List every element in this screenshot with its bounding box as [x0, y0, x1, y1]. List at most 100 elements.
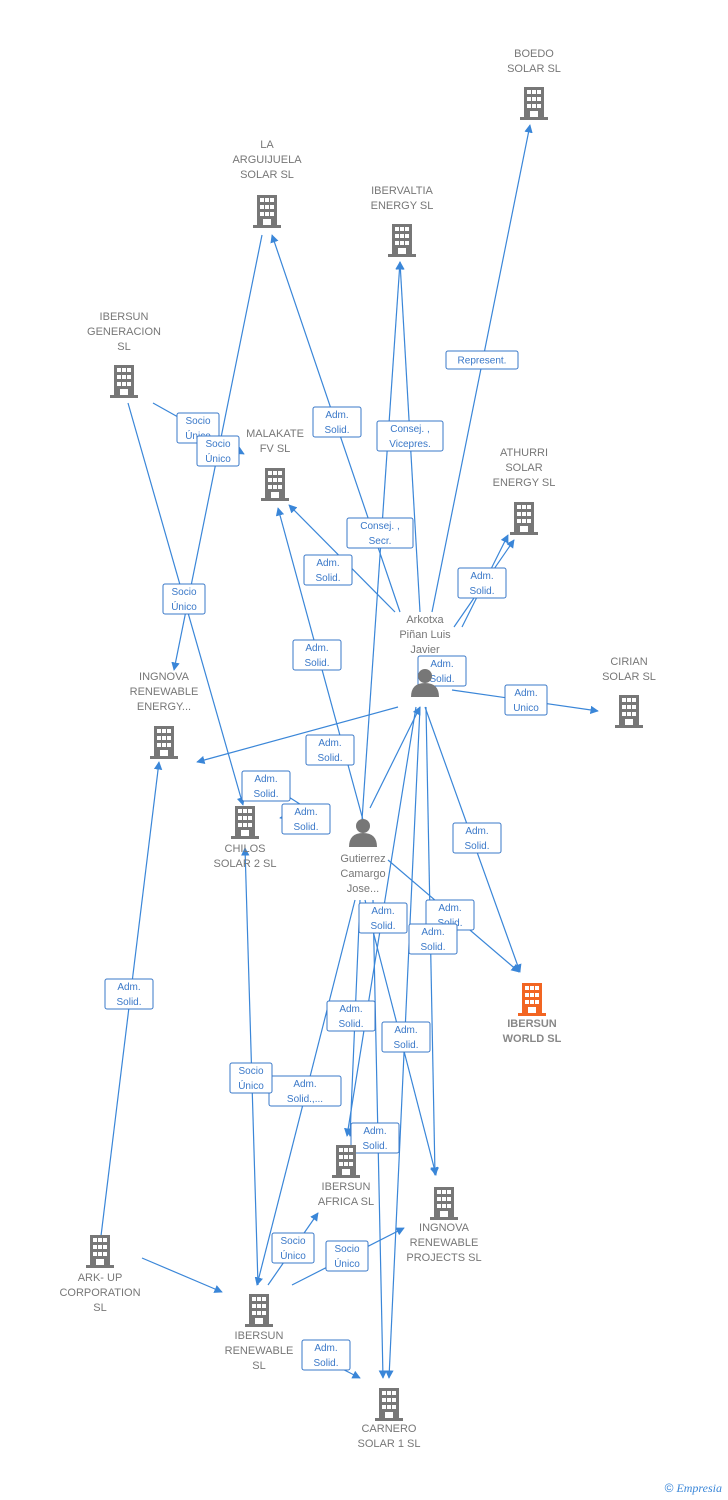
relation-label-text: Adm. [294, 807, 317, 818]
relation-label-text: Solid.,... [287, 1094, 323, 1105]
relation-label-text: Represent. [458, 356, 507, 367]
relation-label-text: Adm. [254, 774, 277, 785]
relation-label[interactable]: Adm.Solid. [305, 734, 355, 766]
relation-label[interactable]: Adm.Solid. [358, 902, 408, 934]
relation-label[interactable]: Adm.Solid. [312, 406, 362, 438]
building-icon [520, 87, 548, 120]
relation-label-text: Solid. [370, 921, 395, 932]
relation-label-text: Solid. [313, 1358, 338, 1369]
relation-label[interactable]: Adm.Solid. [381, 1021, 431, 1053]
relation-label-text: Único [280, 1249, 306, 1262]
node-label: INGNOVA [139, 671, 190, 683]
relation-label[interactable]: Consej. ,Vicepres. [376, 420, 444, 452]
building-icon [375, 1388, 403, 1421]
relation-label[interactable]: Adm.Solid. [281, 803, 331, 835]
company-node-ibersunafrica[interactable]: IBERSUN AFRICA SL [318, 1145, 374, 1208]
building-icon [261, 468, 289, 501]
building-icon [245, 1294, 273, 1327]
node-label: GENERACION [87, 326, 161, 338]
relation-label[interactable]: Adm.Solid.,... [268, 1075, 342, 1107]
person-node-gutierrez[interactable]: GutierrezCamargoJose... [340, 819, 386, 895]
relation-label-text: Socio [205, 439, 230, 450]
node-label: BOEDO [514, 48, 554, 60]
relation-label-text: Secr. [369, 536, 392, 547]
relation-label-box [301, 1339, 351, 1371]
relation-label-text: Adm. [316, 558, 339, 569]
relation-label-text: Adm. [305, 643, 328, 654]
relation-label[interactable]: Adm. Solid. [303, 554, 353, 586]
relation-label-text: Adm. [325, 410, 348, 421]
relation-label[interactable]: Adm.Solid. [241, 770, 291, 802]
building-icon [86, 1235, 114, 1268]
node-label: RENEWABLE [130, 686, 199, 698]
relation-label-text: Solid. [315, 573, 340, 584]
node-label: RENEWABLE [225, 1345, 294, 1357]
relation-label-text: Socio [334, 1244, 359, 1255]
node-label: IBERVALTIA [371, 185, 433, 197]
relation-label[interactable]: Adm.Solid. [452, 822, 502, 854]
node-label: AFRICA SL [318, 1196, 374, 1208]
relation-label-box [325, 1240, 369, 1272]
building-icon [615, 695, 643, 728]
relation-label-box [104, 978, 154, 1010]
node-label: CIRIAN [610, 656, 647, 668]
relation-label-box [271, 1232, 315, 1264]
node-label: Javier [410, 644, 440, 656]
copyright-symbol: © [664, 1481, 674, 1495]
company-node-ibervaltia[interactable]: IBERVALTIA ENERGY SL [371, 185, 434, 257]
relation-label-text: Adm. [318, 738, 341, 749]
relation-label[interactable]: Adm.Solid. [350, 1122, 400, 1154]
relation-label[interactable]: Adm. Solid. [301, 1339, 351, 1371]
building-icon [231, 806, 259, 839]
node-label: IBERSUN [507, 1018, 557, 1030]
relation-label[interactable]: Represent. [445, 350, 519, 370]
person-icon [349, 819, 377, 847]
relation-label[interactable]: Adm.Solid. [326, 1000, 376, 1032]
node-label: ARGUIJUELA [232, 154, 302, 166]
relation-label[interactable]: Adm.Solid. [292, 639, 342, 671]
relation-label[interactable]: Adm.Unico [504, 684, 548, 716]
node-label: Gutierrez [340, 853, 385, 865]
relation-label[interactable]: Consej. ,Secr. [346, 517, 414, 549]
relation-label-text: Solid. [420, 942, 445, 953]
relation-label-text: Socio [280, 1236, 305, 1247]
relation-label-box [358, 902, 408, 934]
building-icon [518, 983, 546, 1016]
node-label: Jose... [347, 883, 379, 895]
node-label: ENERGY SL [371, 200, 434, 212]
node-label: Camargo [340, 868, 385, 880]
relation-label[interactable]: Adm.Solid. [457, 567, 507, 599]
relation-label-box [381, 1021, 431, 1053]
relation-label[interactable]: Adm.Solid. [408, 923, 458, 955]
company-node-ingnovaenergy[interactable]: INGNOVARENEWABLEENERGY... [130, 671, 199, 759]
node-label: CHILOS [225, 843, 266, 855]
relation-label-text: Adm. [430, 659, 453, 670]
node-label: LA [260, 139, 274, 151]
node-label: IBERSUN [322, 1181, 371, 1193]
node-label: SL [252, 1360, 265, 1372]
relation-label-text: Único [238, 1079, 264, 1092]
relation-label[interactable]: Adm.Solid. [104, 978, 154, 1010]
relation-label-text: Adm. [363, 1126, 386, 1137]
relation-label-box [305, 734, 355, 766]
relation-label-box [162, 583, 206, 615]
relation-label-text: Adm. [314, 1343, 337, 1354]
